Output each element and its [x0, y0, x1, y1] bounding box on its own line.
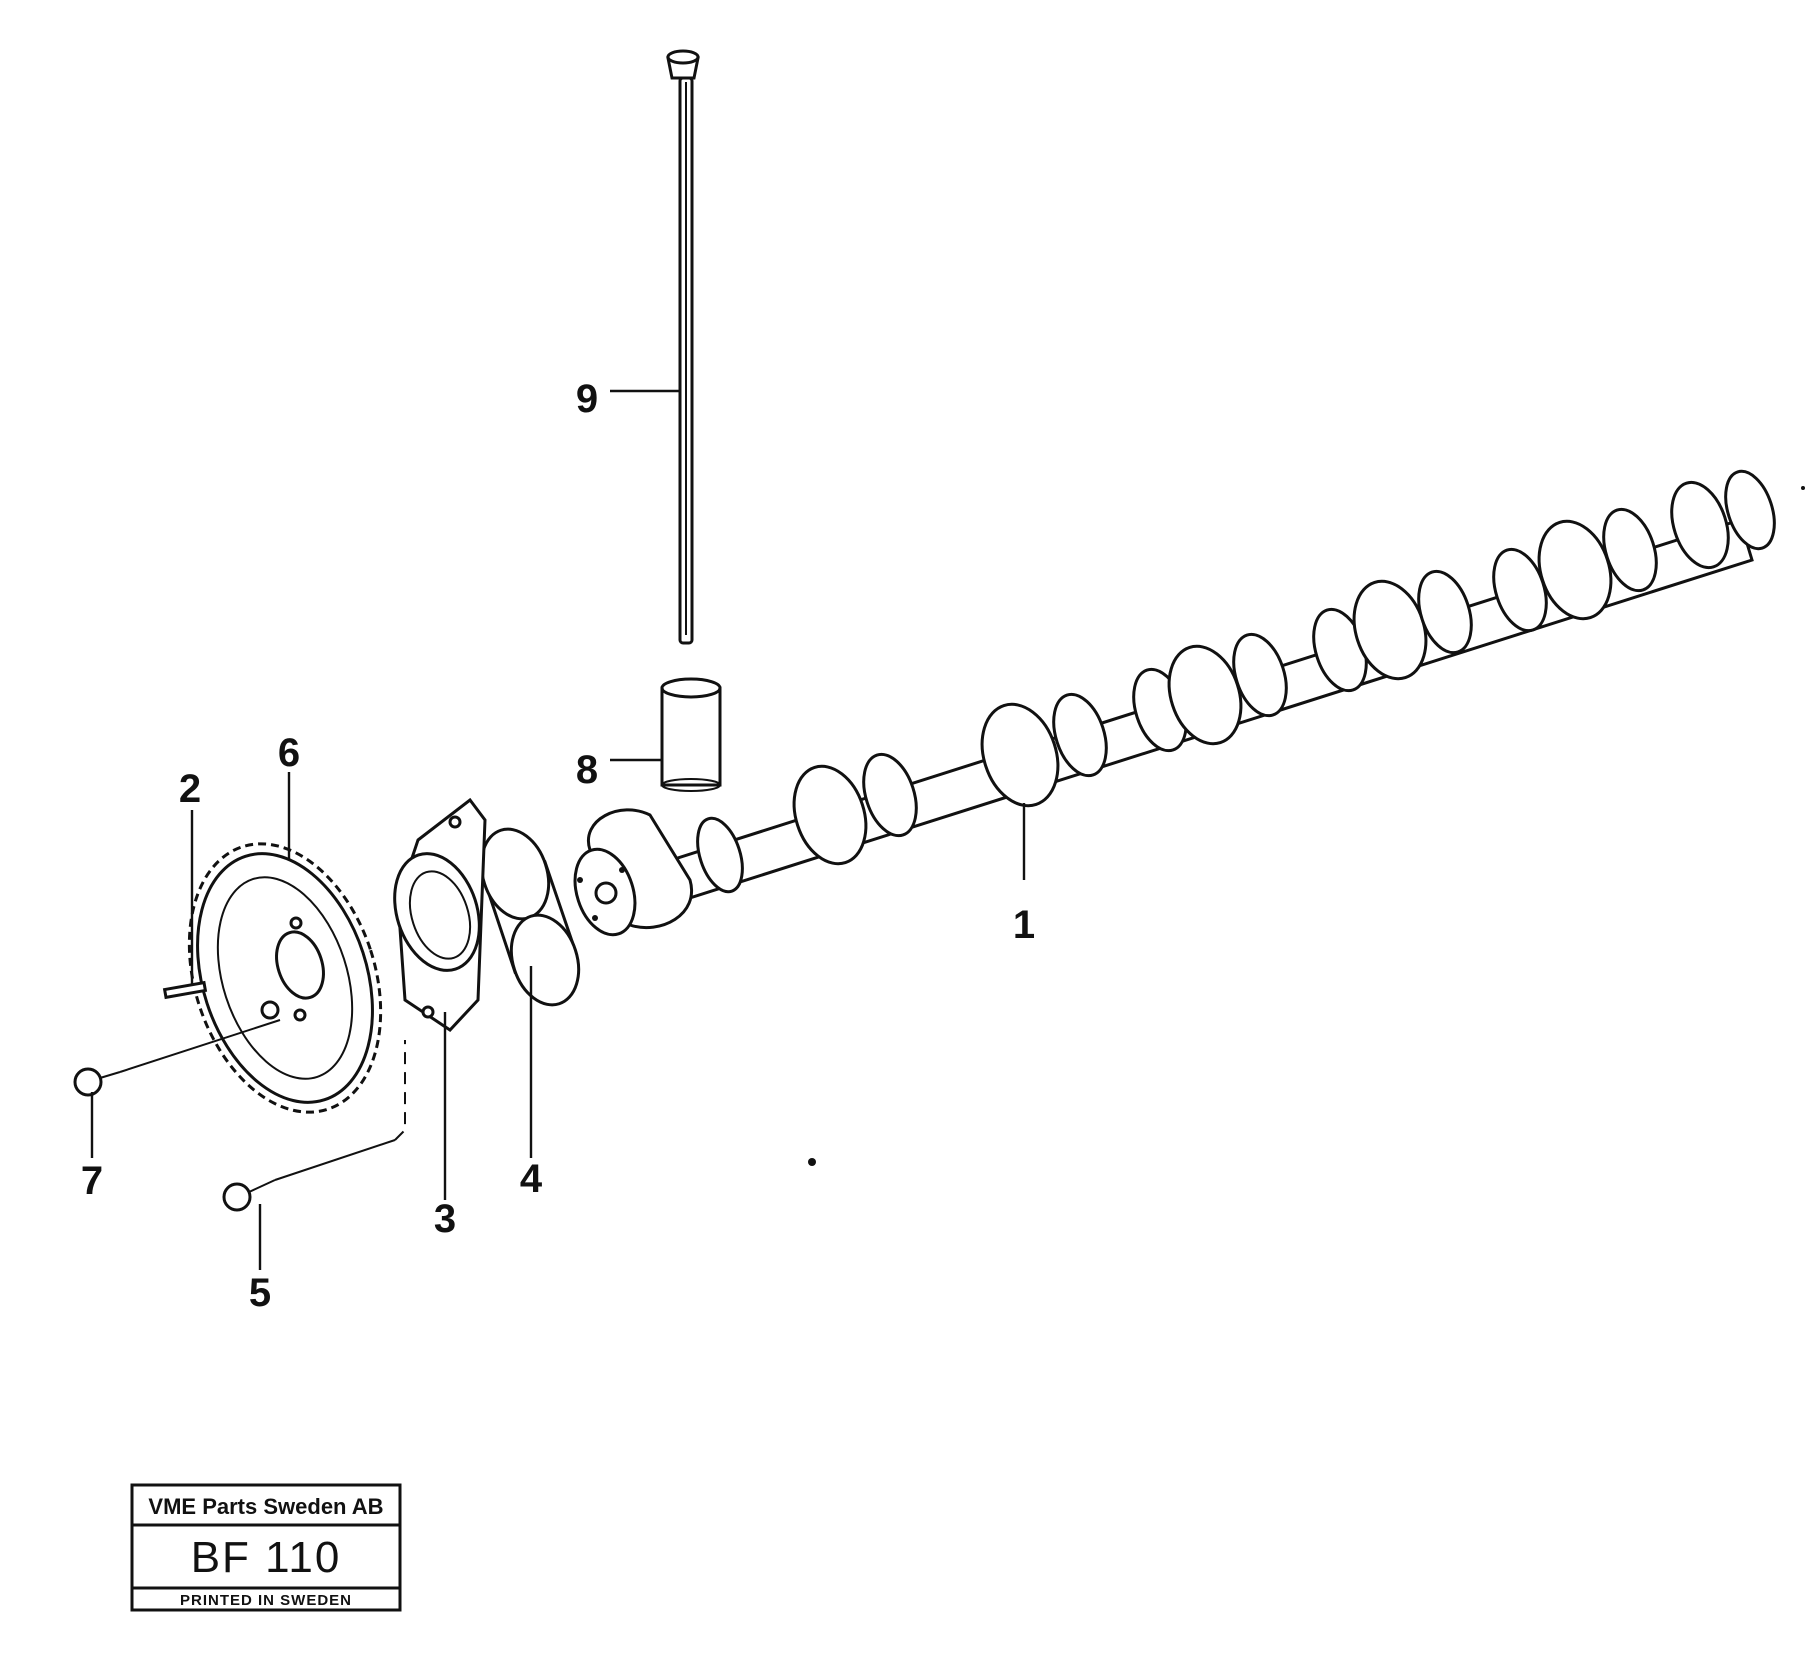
callout-4: 4 — [520, 1157, 543, 1201]
callout-3: 3 — [434, 1197, 456, 1241]
callout-7: 7 — [81, 1159, 103, 1203]
stamp-code: BF 110 — [191, 1533, 342, 1582]
woodruff-key — [162, 980, 208, 1000]
flange-screw — [222, 1040, 406, 1212]
callout-6: 6 — [278, 731, 300, 775]
timing-gear — [187, 842, 383, 1114]
stamp-printed: PRINTED IN SWEDEN — [180, 1592, 352, 1609]
gear-screw — [73, 1019, 281, 1097]
callout-1: 1 — [1013, 903, 1035, 947]
stamp-company: VME Parts Sweden AB — [148, 1494, 383, 1519]
thrust-flange — [393, 797, 487, 1032]
callout-8: 8 — [576, 748, 598, 792]
callout-2: 2 — [179, 767, 201, 811]
push-rod — [666, 49, 700, 645]
tappet — [660, 677, 722, 792]
spacer-ring — [479, 827, 581, 1007]
callout-5: 5 — [249, 1271, 271, 1315]
leader-lines — [90, 389, 1026, 1270]
title-stamp: VME Parts Sweden AB BF 110 PRINTED IN SW… — [130, 1483, 402, 1612]
camshaft — [573, 469, 1776, 937]
callout-9: 9 — [576, 377, 598, 421]
